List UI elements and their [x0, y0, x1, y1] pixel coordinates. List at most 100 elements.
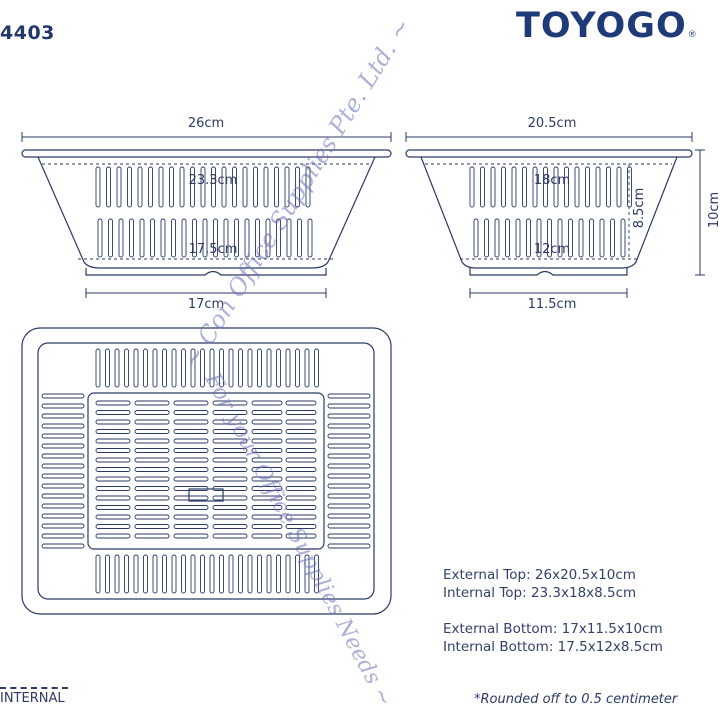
vent-slot: [285, 410, 317, 415]
vent-slot: [173, 533, 209, 539]
vent-slot: [179, 166, 185, 208]
vent-slot: [251, 533, 283, 539]
vent-slot: [327, 463, 371, 469]
vent-slot: [490, 166, 496, 208]
brand-name: TOYOGO: [516, 6, 687, 46]
end-rim: [405, 149, 693, 158]
spec-external-top: External Top: 26x20.5x10cm: [443, 567, 636, 583]
vent-slot: [212, 505, 248, 510]
vent-slot: [124, 348, 129, 388]
vent-slot: [212, 448, 248, 453]
vent-slot: [327, 483, 371, 489]
vent-slot: [238, 348, 243, 388]
vent-slot: [133, 348, 139, 388]
vent-slot: [285, 476, 317, 482]
vent-slot: [547, 218, 552, 258]
vent-slot: [202, 218, 208, 258]
vent-slot: [173, 476, 209, 482]
vent-slot: [221, 166, 227, 208]
rounding-footnote: *Rounded off to 0.5 centimeter: [474, 692, 678, 707]
vent-slot: [181, 218, 187, 258]
vent-slot: [108, 218, 113, 258]
vent-slot: [251, 448, 283, 453]
spec-list: External Top: 26x20.5x10cm Internal Top:…: [443, 566, 663, 656]
vent-slot: [41, 393, 85, 399]
vent-slot: [285, 429, 317, 434]
vent-slot: [295, 554, 300, 594]
vent-slot: [211, 166, 216, 208]
vent-slot: [327, 473, 371, 479]
end-foot: [469, 268, 628, 276]
vent-slot: [127, 166, 132, 208]
vent-slot: [158, 166, 164, 208]
vent-slot: [314, 554, 319, 594]
vent-slot: [620, 218, 626, 258]
vent-slot: [152, 554, 158, 594]
vent-slot: [212, 514, 248, 520]
vent-slot: [213, 218, 218, 258]
legend-dashed-line: [0, 687, 68, 689]
vent-slot: [97, 218, 103, 258]
vent-slot: [150, 218, 155, 258]
vent-slot: [266, 348, 272, 388]
vent-slot: [134, 524, 170, 529]
spec-internal-top: Internal Top: 23.3x18x8.5cm: [443, 585, 637, 601]
vent-slot: [41, 473, 85, 479]
side-view: [21, 132, 392, 298]
vent-slot: [578, 218, 584, 258]
vent-slot: [95, 524, 131, 529]
vent-slot: [219, 348, 224, 388]
vent-slot: [532, 166, 538, 208]
vent-slot: [327, 443, 371, 449]
vent-slot: [148, 166, 153, 208]
side-slots-lower: [97, 218, 313, 258]
vent-slot: [171, 554, 177, 594]
vent-slot: [171, 218, 176, 258]
vent-slot: [247, 348, 253, 388]
vent-slot: [257, 348, 262, 388]
vent-slot: [95, 554, 101, 594]
vent-slot: [173, 419, 209, 425]
vent-slot: [469, 166, 475, 208]
vent-slot: [238, 554, 243, 594]
vent-slot: [244, 218, 250, 258]
end-inner-height-label: 8.5cm: [632, 188, 647, 229]
vent-slot: [41, 483, 85, 489]
vent-slot: [285, 524, 317, 529]
vent-slot: [118, 218, 124, 258]
vent-slot: [327, 403, 371, 409]
vent-slot: [327, 503, 371, 509]
vent-slot: [169, 166, 174, 208]
top-view-center-mark: [188, 488, 224, 502]
vent-slot: [251, 486, 283, 491]
top-view-inner-wall: [37, 342, 375, 600]
vent-slot: [276, 218, 281, 258]
vent-slot: [134, 476, 170, 482]
vent-slot: [209, 554, 215, 594]
vent-slot: [41, 543, 85, 549]
vent-slot: [124, 554, 129, 594]
vent-slot: [251, 457, 283, 463]
vent-slot: [285, 400, 317, 406]
vent-slot: [95, 419, 131, 425]
vent-slot: [134, 505, 170, 510]
side-top-width-label: 26cm: [188, 116, 224, 131]
vent-slot: [181, 348, 186, 388]
vent-slot: [134, 514, 170, 520]
vent-slot: [95, 476, 131, 482]
vent-slot: [522, 166, 527, 208]
vent-slot: [173, 400, 209, 406]
vent-slot: [285, 533, 317, 539]
vent-slot: [134, 400, 170, 406]
vent-slot: [219, 554, 224, 594]
vent-slot: [228, 554, 234, 594]
end-inner-top-label: 18cm: [534, 173, 570, 188]
vent-slot: [173, 448, 209, 453]
vent-slot: [190, 348, 196, 388]
vent-slot: [327, 533, 371, 539]
vent-slot: [200, 348, 205, 388]
top-view: [21, 327, 392, 615]
end-bottom-width-label: 11.5cm: [528, 297, 577, 312]
registered-mark: ®: [687, 30, 698, 40]
vent-slot: [234, 218, 239, 258]
